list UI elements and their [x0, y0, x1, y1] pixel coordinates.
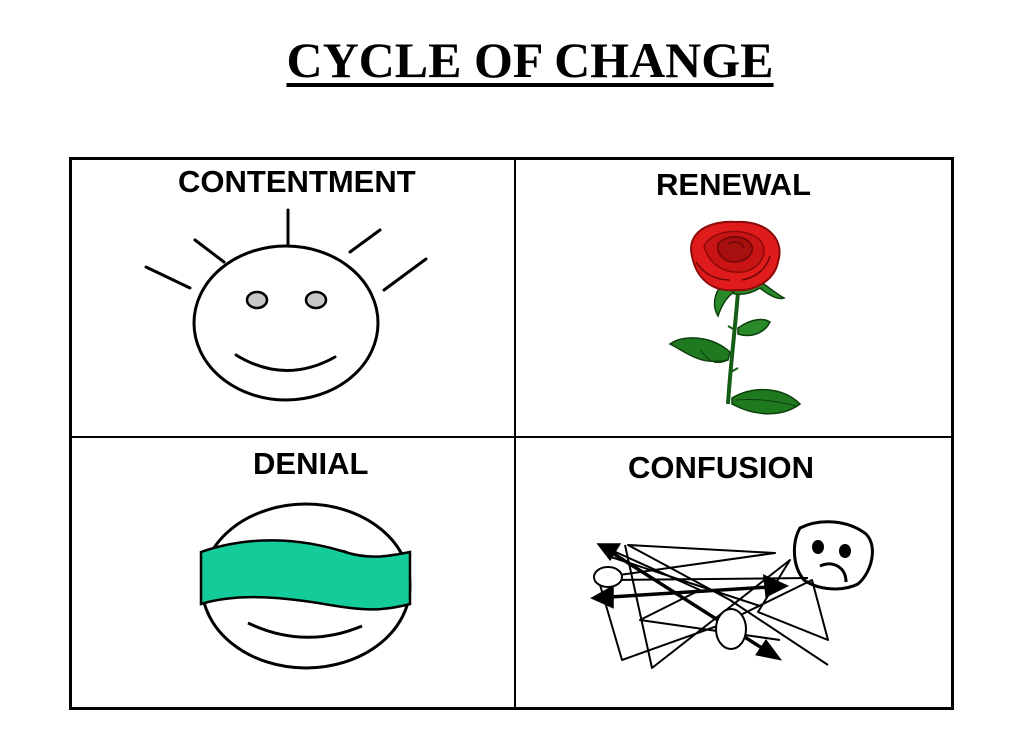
page-title: CYCLE OF CHANGE — [286, 32, 774, 88]
quadrant-label-denial: DENIAL — [253, 446, 369, 481]
quadrant-label-confusion: CONFUSION — [628, 450, 814, 485]
blindfolded-face-icon — [199, 502, 412, 670]
quadrant-label-renewal: RENEWAL — [656, 167, 811, 202]
quadrant-label-contentment: CONTENTMENT — [178, 164, 416, 199]
smiley-sun-face-icon — [144, 208, 428, 402]
tangled-stick-figure-icon — [590, 520, 874, 669]
grid-divider-vertical — [514, 160, 516, 707]
cycle-grid — [69, 157, 954, 710]
red-rose-icon — [668, 220, 802, 415]
grid-divider-horizontal — [72, 436, 951, 438]
